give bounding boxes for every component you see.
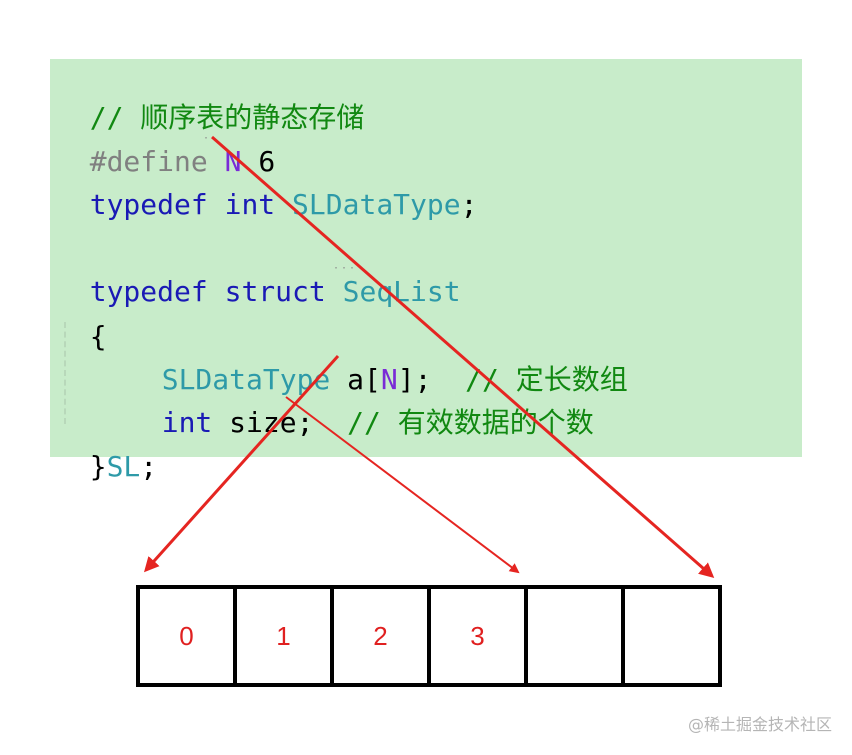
comment-text: // 顺序表的静态存储 bbox=[89, 101, 365, 134]
array-cell bbox=[528, 589, 625, 683]
code-line-close: }SL; bbox=[56, 407, 157, 483]
watermark: @稀土掘金技术社区 bbox=[687, 715, 832, 734]
code-line-comment: // 顺序表的静态存储 bbox=[56, 58, 365, 134]
alias-semicolon: ; bbox=[140, 450, 158, 483]
hint-dots-define: · bbox=[203, 133, 212, 144]
struct-name: SeqList bbox=[342, 275, 461, 308]
array-cell: 0 bbox=[140, 589, 237, 683]
code-line-typedef: typedef int SLDataType; bbox=[56, 145, 478, 221]
field-size-comment: // 有效数据的个数 bbox=[347, 406, 594, 439]
field-size-type: int bbox=[161, 406, 213, 439]
alias-name: SL bbox=[106, 450, 141, 483]
open-brace: { bbox=[89, 320, 107, 353]
array-cell: 3 bbox=[431, 589, 528, 683]
code-line-field-array: SLDataType a[N]; // 定长数组 bbox=[56, 320, 628, 396]
code-line-define: #define N 6 bbox=[56, 102, 275, 178]
array-cell bbox=[625, 589, 718, 683]
keyword-struct: struct bbox=[224, 275, 326, 308]
array-diagram: 0 1 2 3 bbox=[136, 585, 722, 687]
type-name: SLDataType bbox=[292, 188, 461, 221]
keyword-int: int bbox=[224, 188, 276, 221]
array-cell: 2 bbox=[334, 589, 431, 683]
code-line-field-size: int size; // 有效数据的个数 bbox=[56, 363, 594, 439]
code-line-struct: typedef struct SeqList bbox=[56, 232, 461, 308]
define-directive: #define bbox=[89, 145, 208, 178]
keyword-typedef: typedef bbox=[89, 275, 208, 308]
hint-dots-struct: ··· bbox=[333, 263, 358, 274]
keyword-typedef: typedef bbox=[89, 188, 208, 221]
close-brace: } bbox=[89, 450, 107, 483]
array-cell: 1 bbox=[237, 589, 334, 683]
code-line-open-brace: { bbox=[56, 277, 107, 353]
semicolon: ; bbox=[460, 188, 478, 221]
field-size-name: size; bbox=[229, 406, 314, 439]
indent-guide bbox=[64, 322, 66, 424]
